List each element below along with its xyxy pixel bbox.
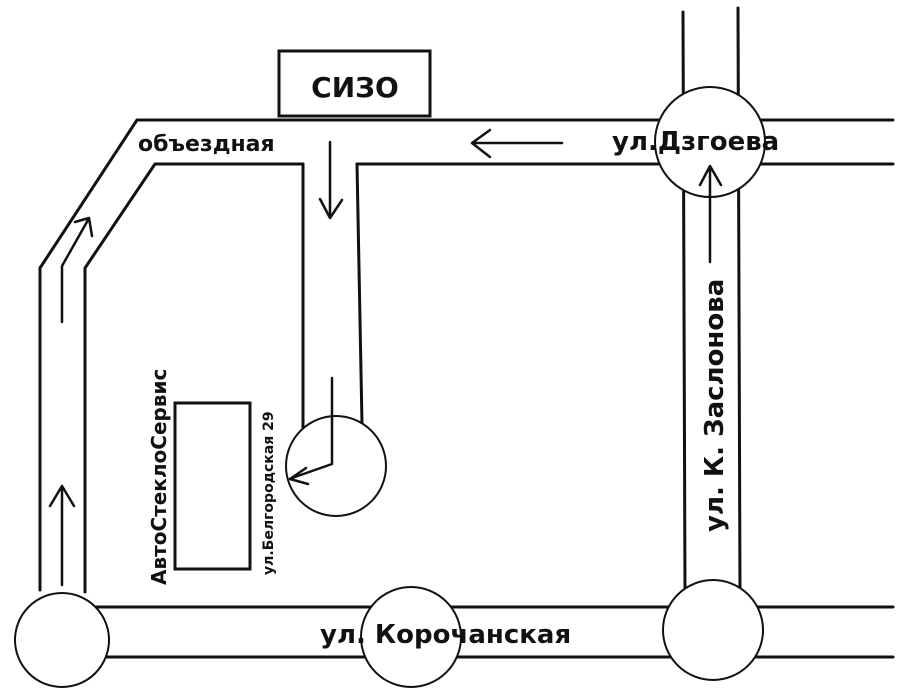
company-building: [173, 401, 252, 571]
intersection-korochanskaya-zaslonova: [662, 579, 764, 681]
zaslonova-label: ул. К. Заслонова: [700, 279, 730, 532]
bypass-road-outer-edge: [38, 118, 895, 592]
bypass-road-inner-edge: [83, 162, 305, 594]
arrow-down-side-street: [318, 140, 344, 220]
arrow-up-bypass: [60, 216, 94, 324]
sizo-label: СИЗО: [311, 71, 399, 104]
arrow-up-zaslonova: [698, 164, 723, 264]
company-label: АвтоСтеклоСервис: [147, 369, 171, 585]
arrow-to-destination: [288, 376, 334, 486]
sizo-building: [277, 49, 432, 118]
intersection-korochanskaya-west: [14, 592, 110, 688]
korochanskaya-label: ул. Корочанская: [320, 620, 571, 650]
arrow-up-korochanskaya: [48, 484, 76, 587]
dzgoeva-label: ул.Дзгоева: [612, 127, 779, 157]
arrow-left-dzgoeva: [470, 128, 564, 159]
intersection-korochanskaya-middle: [360, 586, 462, 688]
side-street-edge-right: [355, 162, 364, 426]
address-label: ул.Белгородская 29: [261, 411, 277, 575]
bypass-label: объездная: [138, 132, 275, 157]
destination-circle: [285, 415, 387, 517]
